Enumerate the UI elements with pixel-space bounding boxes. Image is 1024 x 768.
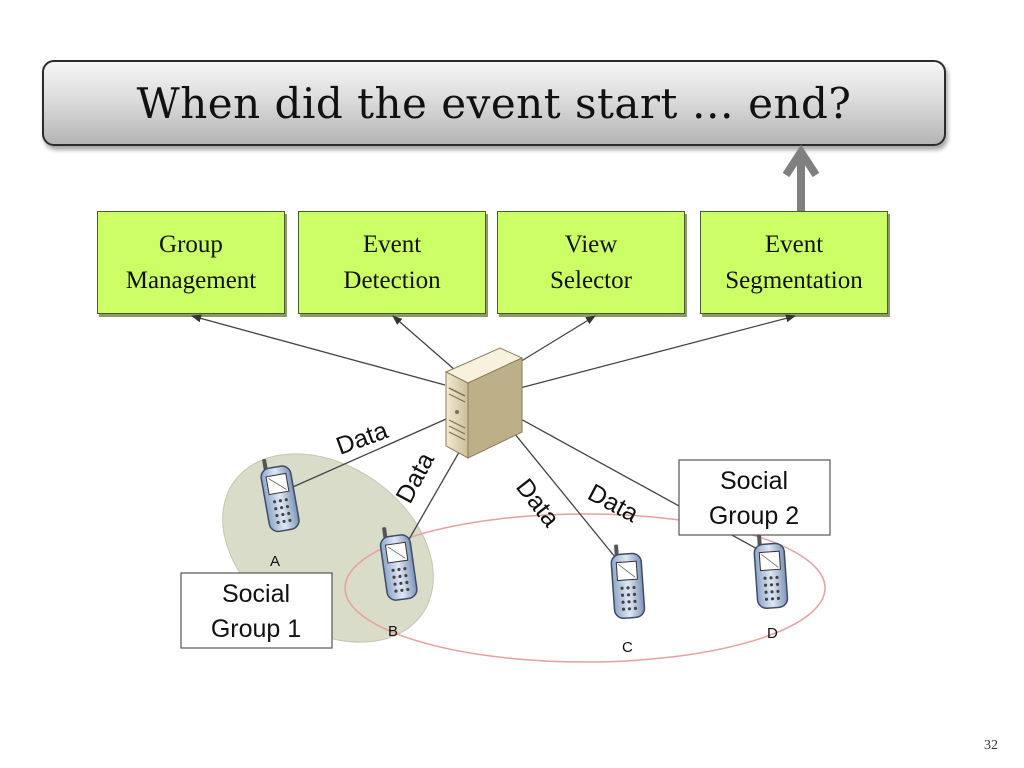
module-label-line2: Detection [343,266,441,294]
phone-b-icon [379,527,418,601]
phone-c-icon [610,544,646,619]
phone-b-label: B [388,623,398,640]
module-label-line1: View [564,230,618,258]
social-group-2-region [344,513,826,663]
module-label-line1: Group [159,230,223,258]
group1-line2: Group 1 [211,615,301,643]
module-event-segmentation: Event Segmentation [700,211,888,314]
title-banner: When did the event start … end? [42,60,946,146]
module-label-line1: Event [764,230,824,258]
social-group-2-box: Social Group 2 [678,459,831,536]
group1-line1: Social [222,580,290,608]
phone-a-label: A [270,553,280,570]
module-group-management: Group Management [97,211,285,314]
module-view-selector: View Selector [497,211,685,314]
data-label-d: Data [583,479,643,529]
data-label-c: Data [510,473,565,532]
phone-c-label: C [622,639,633,656]
slide-title: When did the event start … end? [136,78,852,128]
social-group-1-box: Social Group 1 [180,572,333,649]
module-label-line1: Event [362,230,422,258]
phone-a-icon [260,458,300,533]
arrow-to-event-detection [392,315,456,371]
up-arrow-icon [782,144,820,211]
arrow-to-view-selector [509,315,596,369]
group2-line2: Group 2 [709,502,799,530]
module-label-line2: Segmentation [725,266,863,294]
arrow-to-event-segmentation [519,314,796,389]
module-label-line2: Selector [550,266,632,294]
arrow-to-group-management [191,314,446,386]
data-label-a: Data [332,416,391,460]
module-label-line2: Management [125,266,257,294]
group2-line1: Social [720,467,788,495]
phone-d-label: D [767,625,778,642]
phone-d-icon [753,534,789,609]
module-event-detection: Event Detection [298,211,486,314]
page-number: 32 [984,738,998,753]
server-icon [444,347,524,459]
